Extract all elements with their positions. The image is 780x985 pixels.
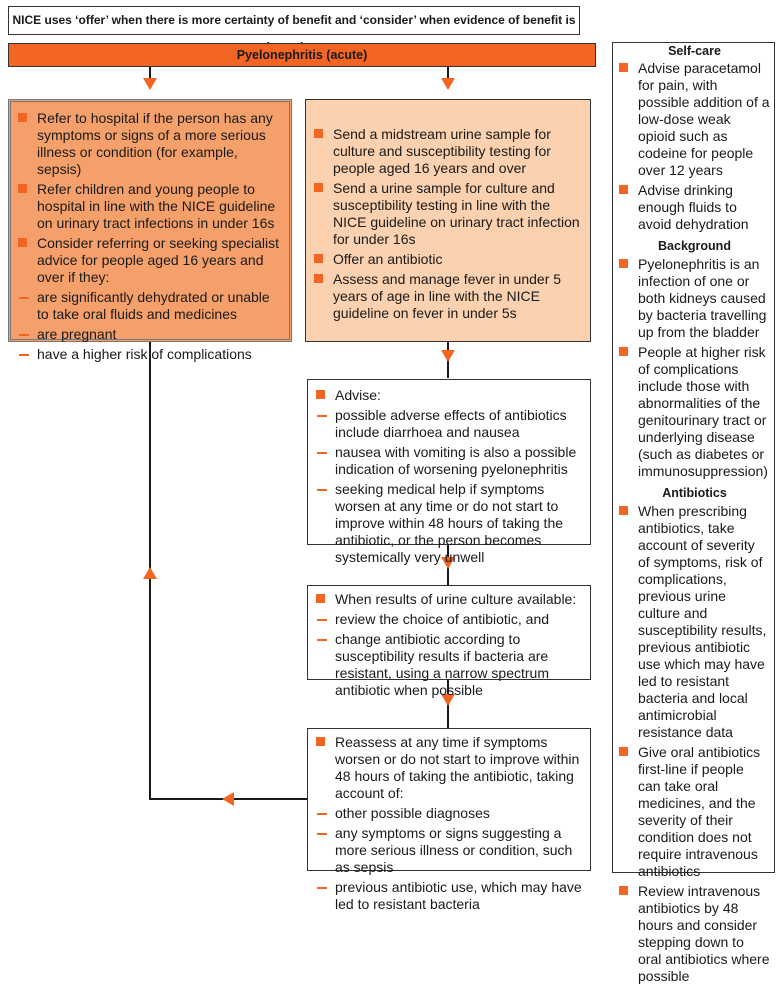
- bullet-square-icon: [316, 390, 325, 399]
- background-title: Background: [658, 239, 731, 253]
- bullet-square-icon: [316, 594, 325, 603]
- bullet-square-icon: [314, 129, 323, 138]
- bullet-square-icon: [619, 63, 628, 72]
- results-heading: When results of urine culture available:: [316, 591, 584, 608]
- bullet-square-icon: [314, 183, 323, 192]
- reassess-subitem: previous antibiotic use, which may have …: [316, 879, 584, 913]
- bullet-dash-icon: [19, 354, 29, 356]
- reassess-box: Reassess at any time if symptoms worsen …: [307, 728, 591, 912]
- reassess-subitem: any symptoms or signs suggesting a more …: [316, 825, 584, 876]
- advise-subitem: possible adverse effects of antibiotics …: [316, 407, 584, 441]
- refer-item: Consider referring or seeking specialist…: [18, 235, 282, 286]
- background-item: Pyelonephritis is an infection of one or…: [619, 256, 770, 341]
- antibiotics-item: Give oral antibiotics first-line if peop…: [619, 744, 770, 880]
- bullet-square-icon: [619, 259, 628, 268]
- send-item: Send a urine sample for culture and susc…: [314, 180, 584, 248]
- refer-subitem: are pregnant: [18, 326, 282, 343]
- send-item: Send a midstream urine sample for cultur…: [314, 126, 584, 177]
- bullet-square-icon: [314, 274, 323, 283]
- bullet-dash-icon: [317, 833, 327, 835]
- bullet-dash-icon: [317, 813, 327, 815]
- bullet-dash-icon: [317, 619, 327, 621]
- urine-culture-results-box: When results of urine culture available:…: [307, 585, 591, 698]
- refer-item: Refer to hospital if the person has any …: [18, 110, 282, 178]
- bullet-square-icon: [18, 238, 27, 247]
- arrow-left-icon: [222, 792, 234, 806]
- connector-title-right: [447, 67, 449, 83]
- send-item: Offer an antibiotic: [314, 251, 584, 268]
- bullet-square-icon: [619, 506, 628, 515]
- bullet-square-icon: [619, 185, 628, 194]
- reassess-heading: Reassess at any time if symptoms worsen …: [316, 734, 584, 802]
- background-item: People at higher risk of complications i…: [619, 344, 770, 480]
- send-sample-box: Send a midstream urine sample for cultur…: [305, 99, 591, 342]
- bullet-dash-icon: [19, 334, 29, 336]
- antibiotics-title: Antibiotics: [662, 486, 727, 500]
- arrow-down-icon: [143, 78, 157, 90]
- antibiotics-item: When prescribing antibiotics, take accou…: [619, 503, 770, 741]
- bullet-square-icon: [619, 747, 628, 756]
- arrow-down-icon: [441, 557, 455, 569]
- refer-box: Refer to hospital if the person has any …: [8, 99, 292, 362]
- arrow-down-icon: [441, 78, 455, 90]
- advise-heading: Advise:: [316, 387, 584, 404]
- bullet-dash-icon: [317, 415, 327, 417]
- bullet-square-icon: [18, 184, 27, 193]
- refer-subitem: are significantly dehydrated or unable t…: [18, 289, 282, 323]
- results-subitem: change antibiotic according to susceptib…: [316, 631, 584, 699]
- bullet-dash-icon: [317, 639, 327, 641]
- selfcare-item: Advise paracetamol for pain, with possib…: [619, 60, 770, 179]
- bullet-square-icon: [314, 254, 323, 263]
- results-subitem: review the choice of antibiotic, and: [316, 611, 584, 628]
- selfcare-item: Advise drinking enough fluids to avoid d…: [619, 182, 770, 233]
- arrow-down-icon: [441, 350, 455, 362]
- arrow-down-icon: [441, 694, 455, 706]
- bullet-dash-icon: [317, 452, 327, 454]
- arrow-up-icon: [143, 567, 157, 579]
- send-item: Assess and manage fever in under 5 years…: [314, 271, 584, 322]
- bullet-square-icon: [619, 347, 628, 356]
- connector-title-left: [149, 67, 151, 83]
- bullet-square-icon: [316, 737, 325, 746]
- bullet-square-icon: [18, 113, 27, 122]
- advise-subitem: nausea with vomiting is also a possible …: [316, 444, 584, 478]
- bullet-square-icon: [619, 886, 628, 895]
- certainty-note: NICE uses ‘offer’ when there is more cer…: [8, 6, 580, 54]
- selfcare-title: Self-care: [668, 44, 721, 58]
- bullet-dash-icon: [19, 297, 29, 299]
- bullet-dash-icon: [317, 887, 327, 889]
- advise-box: Advise: possible adverse effects of anti…: [307, 379, 591, 565]
- bullet-dash-icon: [317, 489, 327, 491]
- antibiotics-item: Review intravenous antibiotics by 48 hou…: [619, 883, 770, 985]
- reassess-subitem: other possible diagnoses: [316, 805, 584, 822]
- advise-subitem: seeking medical help if symptoms worsen …: [316, 481, 584, 566]
- refer-subitem: have a higher risk of complications: [18, 346, 282, 363]
- refer-item: Refer children and young people to hospi…: [18, 181, 282, 232]
- pathway-title: Pyelonephritis (acute): [8, 43, 596, 67]
- info-sidebar: Self-care Advise paracetamol for pain, w…: [612, 42, 775, 984]
